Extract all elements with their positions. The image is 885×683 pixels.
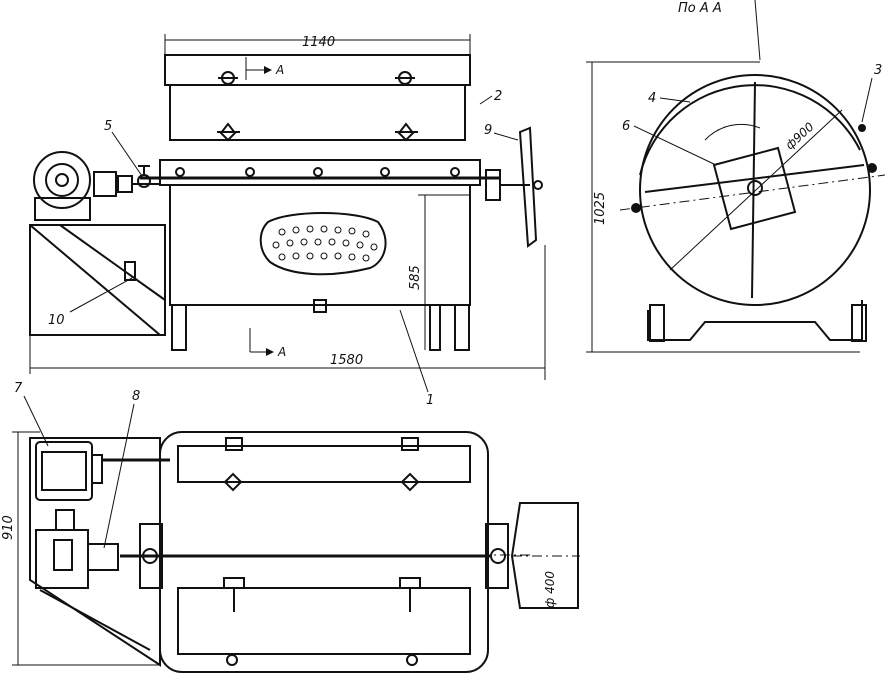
callout-3: 3 xyxy=(874,63,882,78)
lid-latch-left xyxy=(218,71,238,85)
callout-7: 7 xyxy=(14,381,23,396)
section-arrowhead-top xyxy=(264,66,272,74)
leader-10 xyxy=(69,277,133,313)
leader-3 xyxy=(861,77,873,123)
plan-drain-left xyxy=(226,654,238,666)
leader-2 xyxy=(479,95,493,105)
plan-handwheel xyxy=(510,502,579,609)
section-marker-bottom: А xyxy=(277,345,286,359)
leg-right-inner xyxy=(429,304,441,351)
inner-box xyxy=(712,146,797,231)
callout-5: 5 xyxy=(104,119,112,134)
plan-hopper-bottom xyxy=(177,587,471,655)
drum-circle xyxy=(639,74,871,306)
drum-body xyxy=(169,184,471,306)
plan-bearing-left xyxy=(139,523,163,589)
base-diagonal-2 xyxy=(59,224,166,301)
drum-hub xyxy=(747,180,763,196)
plan-clamp-tr xyxy=(400,437,420,492)
hopper-lid xyxy=(164,54,471,86)
drain-nozzle xyxy=(313,299,327,313)
section-title: По А А xyxy=(678,1,722,16)
leg-right xyxy=(454,304,470,351)
dim-drum-diameter-label: ф900 xyxy=(783,119,817,152)
drum-top-cover xyxy=(639,84,861,176)
leader-8 xyxy=(103,403,135,549)
plan-clamp-br xyxy=(399,577,421,612)
hopper-bolt-left xyxy=(217,122,240,142)
callout-10: 10 xyxy=(48,313,65,328)
gearbox xyxy=(33,151,91,221)
fitting-left xyxy=(631,203,641,213)
plan-view: 910 xyxy=(1,381,580,673)
dim-body-height-label: 585 xyxy=(408,265,423,290)
side-section-view: По А А 1025 ф900 3 4 6 xyxy=(586,0,885,353)
handwheel xyxy=(485,126,543,248)
plan-hopper-top xyxy=(177,445,471,483)
fitting-right xyxy=(867,163,877,173)
hopper-body xyxy=(169,84,466,141)
plan-clamp-bl xyxy=(223,577,245,612)
lid-latch-right xyxy=(395,71,415,85)
motor-base xyxy=(29,224,166,336)
plan-base-diagonal xyxy=(39,589,151,651)
dim-top-width-label: 1140 xyxy=(302,35,335,50)
leader-7 xyxy=(23,395,49,447)
front-view: 1140 А xyxy=(29,34,546,408)
dim-line-drum-diameter xyxy=(669,109,843,271)
callout-9: 9 xyxy=(484,123,492,138)
leader-1 xyxy=(399,309,429,393)
callout-1: 1 xyxy=(426,393,434,408)
callout-6: 6 xyxy=(622,119,630,134)
base-switch xyxy=(124,261,136,281)
section-title-leader xyxy=(754,0,761,61)
leader-4 xyxy=(659,97,691,103)
valve-5 xyxy=(137,165,151,188)
hopper-bolt-right xyxy=(395,122,418,142)
plan-bearing-right xyxy=(485,523,509,589)
callout-4: 4 xyxy=(648,91,656,106)
dim-wheel-diameter-label: ф 400 xyxy=(543,571,557,608)
rail-bolt-2 xyxy=(245,167,255,177)
plan-drum-frame xyxy=(159,431,489,673)
plan-base-plate xyxy=(29,437,161,667)
plan-gearbox xyxy=(35,509,119,589)
leader-9 xyxy=(493,132,519,141)
callout-2: 2 xyxy=(494,89,502,104)
drum-top-rail xyxy=(159,159,481,186)
dim-side-height-label: 1025 xyxy=(593,192,608,225)
perforated-window xyxy=(259,212,387,276)
plan-drain-right xyxy=(406,654,418,666)
dim-overall-length-label: 1580 xyxy=(330,353,363,368)
plan-clamp-tl xyxy=(223,437,243,492)
leg-left xyxy=(171,304,187,351)
side-leg-right xyxy=(851,304,867,342)
centerline-horizontal xyxy=(619,174,885,211)
rail-bolt-5 xyxy=(450,167,460,177)
perforation-pattern xyxy=(272,225,378,262)
base-diagonal xyxy=(29,224,161,336)
rail-bolt-1 xyxy=(175,167,185,177)
fitting-top-right xyxy=(858,124,866,132)
leader-5 xyxy=(111,131,143,177)
section-arrowhead-bottom xyxy=(266,348,274,356)
plan-motor xyxy=(35,441,170,501)
blade-vertical xyxy=(751,81,756,299)
leader-6 xyxy=(633,125,717,166)
callout-8: 8 xyxy=(132,389,140,404)
dim-plan-depth-label: 910 xyxy=(1,515,16,540)
coupling xyxy=(93,171,160,197)
rotation-arrow xyxy=(704,123,761,141)
rail-bolt-3 xyxy=(313,167,323,177)
side-leg-left xyxy=(649,304,665,342)
rail-bolt-4 xyxy=(380,167,390,177)
section-marker-top: А xyxy=(275,63,284,77)
